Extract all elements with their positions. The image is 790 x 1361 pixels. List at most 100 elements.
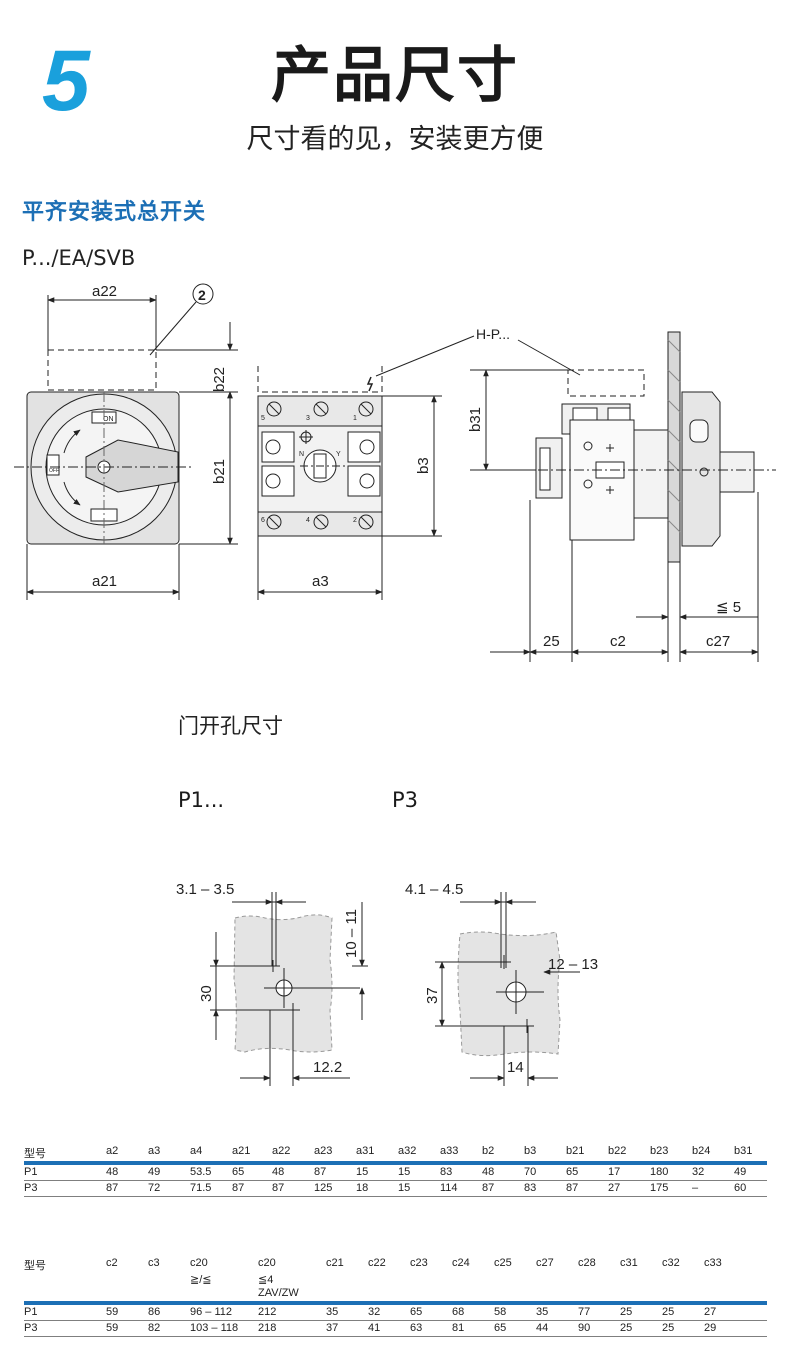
- section-title: 平齐安装式总开关: [22, 200, 207, 225]
- col-header: a3: [148, 1145, 161, 1157]
- table-cell: 87: [482, 1180, 524, 1197]
- label-hp: H-P...: [476, 326, 510, 342]
- table-cell: 25: [662, 1320, 704, 1337]
- table-cell: 65: [566, 1165, 608, 1181]
- table-cell: P1: [24, 1305, 106, 1321]
- col-header: b21: [566, 1145, 585, 1157]
- cutout-p1: 3.1 – 3.5 30 10 – 11 12.2: [176, 881, 368, 1086]
- dim-a3: a3: [312, 573, 329, 590]
- table-cell: P3: [24, 1180, 106, 1197]
- table-cell: 103 – 118: [190, 1320, 258, 1337]
- table-cell: 87: [272, 1180, 314, 1197]
- term-3: 3: [306, 415, 310, 422]
- p3-width-range: 4.1 – 4.5: [405, 881, 463, 898]
- table-cell: 212: [258, 1305, 326, 1321]
- side-view: b31 25 c2 c27 ≦ 5: [467, 331, 776, 662]
- table-cell: 87: [106, 1180, 148, 1197]
- table-cell: 82: [148, 1320, 190, 1337]
- label-y: Y: [336, 451, 341, 458]
- table-cell: 70: [524, 1165, 566, 1181]
- table-cell: 83: [440, 1165, 482, 1181]
- col-header: a4: [190, 1145, 203, 1157]
- table-cell: 96 – 112: [190, 1305, 258, 1321]
- col-header: c32: [662, 1257, 680, 1269]
- table-cell: 15: [398, 1165, 440, 1181]
- rear-view: 5 3 1 6 4 2 N Y b3 a3: [257, 366, 442, 600]
- col-subheader: ≦4: [258, 1274, 274, 1286]
- term-4: 4: [306, 517, 310, 524]
- table-cell: 218: [258, 1320, 326, 1337]
- table-cell: 25: [662, 1305, 704, 1321]
- table-cell: 125: [314, 1180, 356, 1197]
- term-5: 5: [261, 415, 265, 422]
- on-label: ON: [103, 416, 114, 423]
- table-cell: 87: [566, 1180, 608, 1197]
- col-header: b31: [734, 1145, 753, 1157]
- dimension-drawing: ON OFF a22 2 a21 b22 b21: [14, 283, 776, 662]
- table-cell: 37: [326, 1320, 368, 1337]
- table-cell: 18: [356, 1180, 398, 1197]
- callout-2: 2: [198, 287, 206, 303]
- table-cell: 86: [148, 1305, 190, 1321]
- dim-b21: b21: [211, 459, 228, 484]
- page-title: 产品尺寸: [271, 41, 519, 111]
- table-cell: 77: [578, 1305, 620, 1321]
- table-cell: 27: [704, 1305, 767, 1321]
- term-1: 1: [353, 415, 357, 422]
- table-cell: 63: [410, 1320, 452, 1337]
- p1-dim30: 30: [198, 985, 215, 1002]
- dim-b22: b22: [211, 367, 228, 392]
- cutout-p3: 4.1 – 4.5 37 12 – 13 14: [405, 881, 598, 1086]
- col-header: a23: [314, 1145, 333, 1157]
- table-header-row: 型号 c2 c3 c20 c20 c21 c22 c23 c24 c25 c27…: [24, 1257, 767, 1273]
- col-header: c3: [148, 1257, 160, 1269]
- table-row: P1 48 49 53.5 65 48 87 15 15 83 48 70 65…: [24, 1165, 767, 1181]
- table-cell: 58: [494, 1305, 536, 1321]
- table-cell: 60: [734, 1180, 767, 1197]
- table-cell: 71.5: [190, 1180, 232, 1197]
- dim-le5: ≦ 5: [716, 599, 741, 616]
- p3-dim14: 14: [507, 1059, 524, 1076]
- col-header: a22: [272, 1145, 291, 1157]
- page-subtitle: 尺寸看的见，安装更方便: [246, 124, 544, 155]
- table-cell: 53.5: [190, 1165, 232, 1181]
- table-cell: P3: [24, 1320, 106, 1337]
- dim-b31: b31: [467, 407, 484, 432]
- table-cell: 83: [524, 1180, 566, 1197]
- table-cell: 44: [536, 1320, 578, 1337]
- table-cell: 48: [482, 1165, 524, 1181]
- table-cell: 65: [410, 1305, 452, 1321]
- table-row: P1 59 86 96 – 112 212 35 32 65 68 58 35 …: [24, 1305, 767, 1321]
- table-header-row: 型号 a2 a3 a4 a21 a22 a23 a31 a32 a33 b2 b…: [24, 1145, 767, 1161]
- table-cell: 72: [148, 1180, 190, 1197]
- col-header: c21: [326, 1257, 344, 1269]
- table-cell: 180: [650, 1165, 692, 1181]
- dim-c2: c2: [610, 633, 626, 650]
- p1-dim12: 12.2: [313, 1059, 342, 1076]
- table-cell: 41: [368, 1320, 410, 1337]
- model-label: P.../EA/SVB: [22, 246, 136, 270]
- col-header: c31: [620, 1257, 638, 1269]
- col-header: a32: [398, 1145, 417, 1157]
- dimension-table-1: 型号 a2 a3 a4 a21 a22 a23 a31 a32 a33 b2 b…: [24, 1145, 767, 1197]
- col-subheader: ZAV/ZW: [258, 1287, 299, 1299]
- col-header: b24: [692, 1145, 711, 1157]
- cutout-title: 门开孔尺寸: [178, 714, 283, 738]
- col-header: c20: [258, 1257, 276, 1269]
- table-cell: 59: [106, 1305, 148, 1321]
- table-cell: 32: [692, 1165, 734, 1181]
- col-header: c27: [536, 1257, 554, 1269]
- table-cell: 59: [106, 1320, 148, 1337]
- term-2: 2: [353, 517, 357, 524]
- table-row: P3 59 82 103 – 118 218 37 41 63 81 65 44…: [24, 1320, 767, 1337]
- table-cell: 25: [620, 1320, 662, 1337]
- table-cell: 17: [608, 1165, 650, 1181]
- table-cell: 27: [608, 1180, 650, 1197]
- front-view: ON OFF a22 2 a21 b22 b21: [14, 283, 238, 600]
- table-cell: 175: [650, 1180, 692, 1197]
- col-header: 型号: [24, 1260, 46, 1272]
- col-header: c2: [106, 1257, 118, 1269]
- col-header: b3: [524, 1145, 537, 1157]
- dim-a21: a21: [92, 573, 117, 590]
- dim-c27: c27: [706, 633, 730, 650]
